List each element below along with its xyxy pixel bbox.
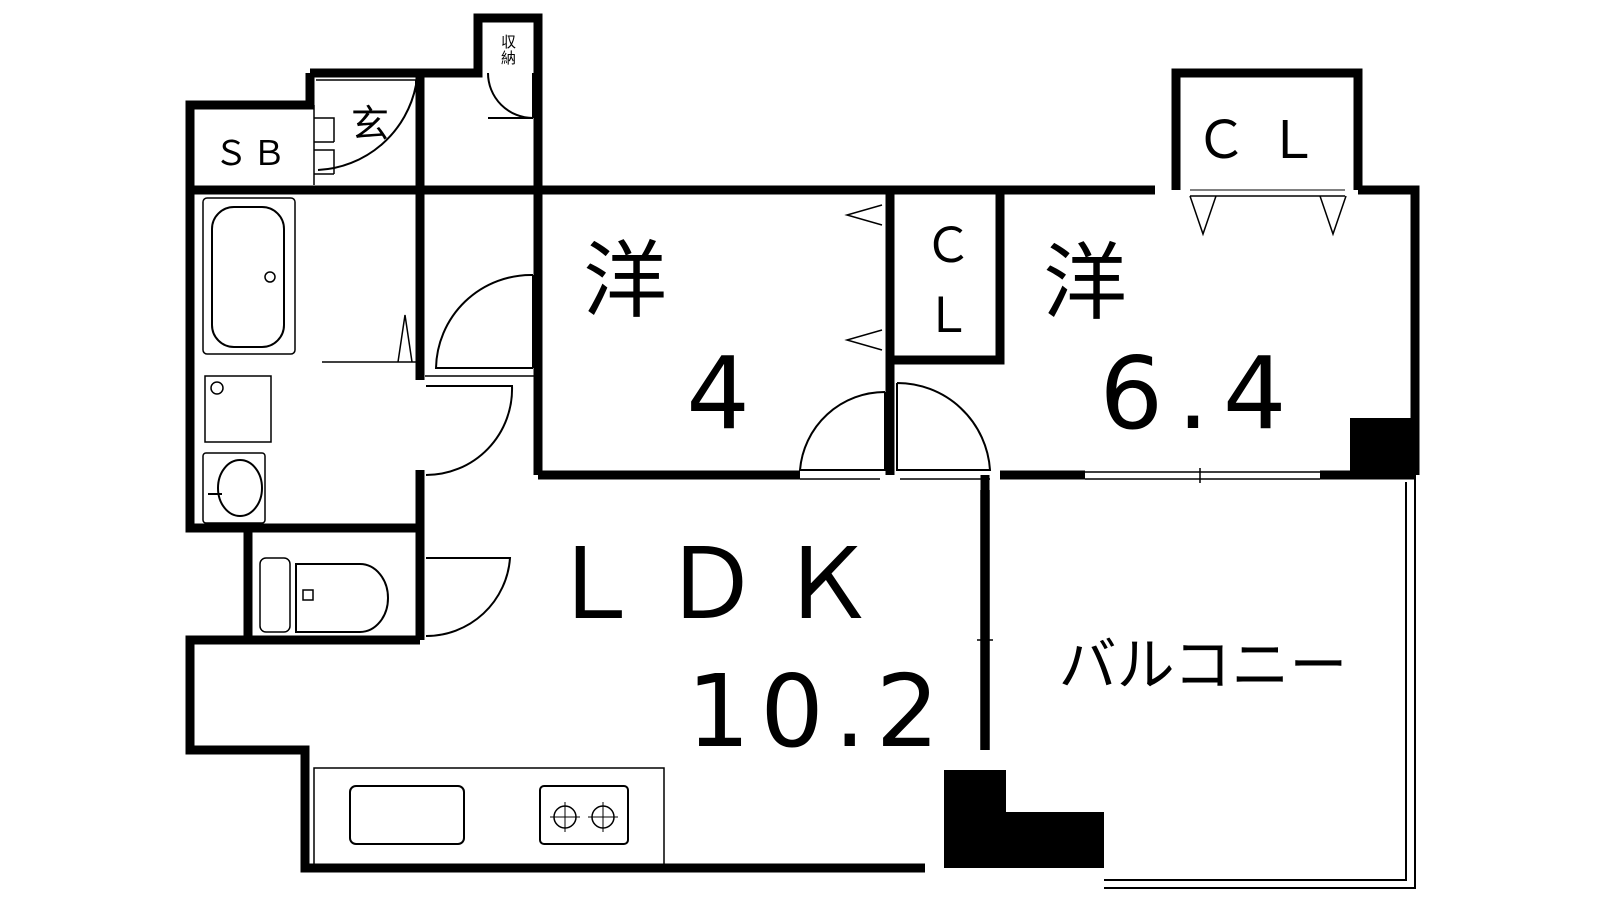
wash-basin-frame — [202, 452, 266, 524]
column-balcony — [1006, 812, 1104, 868]
wall-bedroom2-right — [1358, 185, 1420, 475]
column-right — [1350, 418, 1416, 476]
bath-door — [434, 273, 534, 369]
kitchen-counter — [313, 767, 665, 867]
closet-markers — [397, 195, 1347, 363]
walls — [185, 13, 1420, 873]
shoe-box-label: ＳＢ — [214, 134, 290, 174]
sliding-openings — [310, 72, 1345, 750]
balcony-label: バルコニー — [1059, 631, 1348, 699]
washing-machine — [204, 375, 272, 443]
wash-basin — [217, 459, 263, 517]
closet-top-label: ＣＬ — [1195, 111, 1339, 171]
bedroom1-door — [798, 390, 886, 471]
kitchen-sink — [349, 785, 465, 845]
ldk-size: 10.2 — [687, 653, 950, 770]
closet-small-label-bottom: Ｌ — [924, 288, 972, 344]
column-ldk — [944, 770, 1006, 868]
stove — [539, 785, 629, 845]
shoe-box-doors — [313, 105, 335, 185]
wall-closet-small — [890, 190, 1005, 365]
closet-small-label-top: Ｃ — [924, 218, 972, 274]
western-room-1-label: 洋 — [583, 232, 667, 330]
bathtub-drain — [264, 271, 276, 283]
entrance-door — [317, 80, 417, 171]
entrance-label: 玄 — [351, 102, 389, 146]
toilet-tank — [259, 557, 291, 633]
doors — [317, 72, 992, 638]
ldk-label: ＬＤＫ — [546, 528, 894, 642]
wall-closet-top — [1171, 68, 1363, 190]
toilet-bowl — [295, 563, 389, 633]
balcony-outline — [1104, 475, 1416, 889]
washroom-door — [425, 385, 514, 476]
western-room-2-size: 6.4 — [1099, 335, 1300, 452]
fixtures — [202, 197, 665, 867]
storage-door — [487, 72, 534, 119]
bathtub-frame — [202, 197, 296, 355]
western-room-2-label: 洋 — [1043, 234, 1127, 332]
storage-label: 収納 — [499, 34, 517, 66]
western-room-1-size: 4 — [686, 335, 750, 452]
bedroom2-door — [896, 381, 992, 471]
bathtub — [211, 206, 285, 348]
toilet-door — [425, 557, 512, 638]
